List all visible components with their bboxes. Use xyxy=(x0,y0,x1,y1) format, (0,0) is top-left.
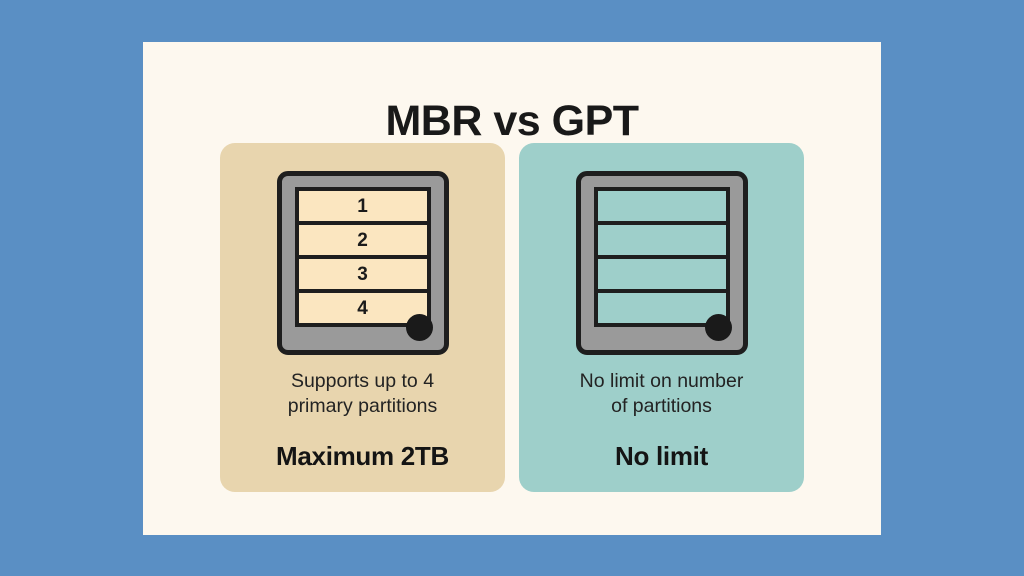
page-title: MBR vs GPT xyxy=(385,97,639,145)
partition-row xyxy=(597,191,726,225)
content-panel: MBR vs GPT 1 2 3 4 Supports up to 4 prim… xyxy=(143,42,881,535)
card-gpt-highlight: No limit xyxy=(615,441,708,471)
card-gpt-description-line-2: of partitions xyxy=(611,395,712,417)
comparison-cards: 1 2 3 4 Supports up to 4 primary partiti… xyxy=(220,143,804,492)
partition-row: 2 xyxy=(298,225,427,259)
card-gpt-description: No limit on number of partitions xyxy=(527,369,796,419)
partition-block-gpt xyxy=(593,187,730,327)
drive-indicator-dot xyxy=(704,314,732,341)
partition-row xyxy=(597,225,726,259)
card-mbr-description-line-1: Supports up to 4 xyxy=(290,370,435,392)
partition-row: 4 xyxy=(298,293,427,323)
card-mbr-description-line-2: primary partitions xyxy=(287,395,438,417)
card-mbr: 1 2 3 4 Supports up to 4 primary partiti… xyxy=(220,143,505,492)
drive-indicator-dot xyxy=(405,314,433,341)
partition-row xyxy=(597,293,726,323)
partition-row xyxy=(597,259,726,293)
partition-block-mbr: 1 2 3 4 xyxy=(294,187,431,327)
card-mbr-highlight: Maximum 2TB xyxy=(276,441,449,471)
card-gpt-description-line-1: No limit on number xyxy=(579,370,744,392)
partition-row: 1 xyxy=(298,191,427,225)
partition-row: 3 xyxy=(298,259,427,293)
hard-drive-icon xyxy=(575,171,748,355)
card-gpt: No limit on number of partitions No limi… xyxy=(519,143,804,492)
card-mbr-description: Supports up to 4 primary partitions xyxy=(228,369,497,419)
hard-drive-icon: 1 2 3 4 xyxy=(276,171,449,355)
